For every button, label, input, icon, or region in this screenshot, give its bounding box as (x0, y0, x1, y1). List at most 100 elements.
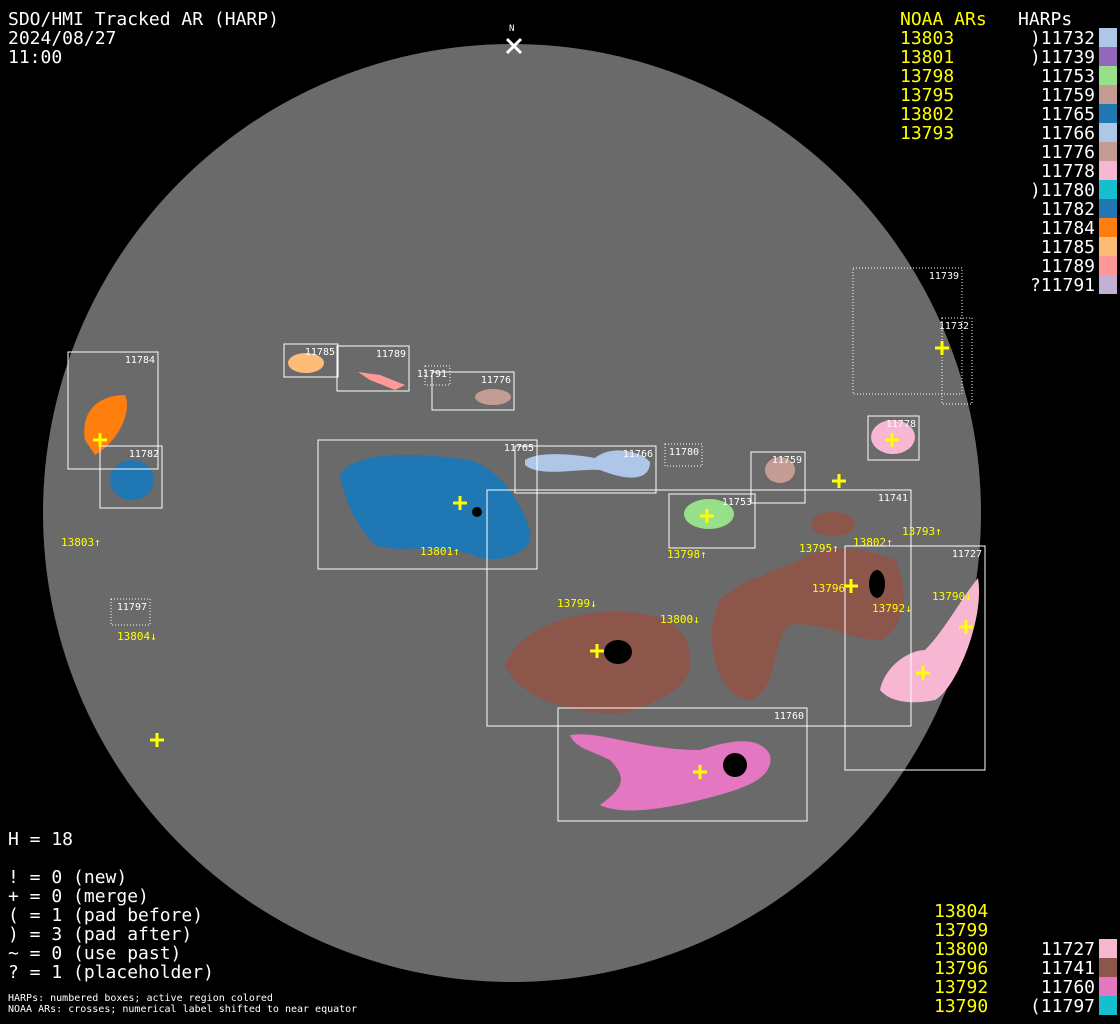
noaa-cross-icon (590, 644, 604, 658)
stats-line: ~ = 0 (use past) (8, 943, 182, 964)
region-11766 (525, 450, 650, 478)
noaa-label: 13800↓ (660, 613, 700, 626)
sunspot (869, 570, 885, 598)
noaa-legend-item: 13801 (900, 47, 955, 68)
stats-line: ) = 3 (pad after) (8, 924, 193, 945)
harp-legend-item: 11782 (1040, 199, 1095, 220)
harp-box (941, 317, 973, 405)
date: 2024/08/27 (8, 28, 117, 49)
noaa-legend-item: 13792 (934, 977, 989, 998)
harp-box (514, 445, 657, 494)
harp-legend-item: 11765 (1040, 104, 1095, 125)
harp-box-label: 11785 (305, 347, 335, 358)
harp-color-swatch (1099, 104, 1117, 123)
noaa-legend-item: 13804 (934, 901, 989, 922)
sunspot (472, 507, 482, 517)
harp-box (317, 439, 538, 570)
harp-legend-item: )11739 (1029, 47, 1095, 68)
sunspot (723, 753, 747, 777)
region-11785 (288, 353, 324, 373)
harp-box (67, 351, 159, 470)
harp-box (867, 415, 920, 461)
harp-color-swatch (1099, 977, 1117, 996)
noaa-cross-icon (693, 765, 707, 779)
noaa-legend-item: 13800 (934, 939, 989, 960)
noaa-cross-icon (832, 474, 846, 488)
harp-box (852, 267, 963, 395)
harp-box (99, 445, 163, 509)
noaa-cross-icon (93, 433, 107, 447)
harp-color-swatch (1099, 47, 1117, 66)
harp-legend-item: 11778 (1040, 161, 1095, 182)
harp-color-swatch (1099, 275, 1117, 294)
harp-legend-item: )11732 (1029, 28, 1095, 49)
noaa-label: 13802↑ (853, 536, 893, 549)
harp-legend-item: 11727 (1040, 939, 1095, 960)
harp-color-swatch (1099, 237, 1117, 256)
harp-box-label: 11759 (772, 455, 802, 466)
harp-legend-item: (11797 (1029, 996, 1095, 1017)
harp-box (750, 451, 806, 504)
noaa-label: 13792↓ (872, 602, 912, 615)
noaa-label: 13793↑ (902, 525, 942, 538)
noaa-legend-title: NOAA ARs (900, 9, 987, 30)
harp-box-label: 11780 (669, 447, 699, 458)
harp-color-swatch (1099, 996, 1117, 1015)
stats-line: ! = 0 (new) (8, 867, 128, 888)
harp-legend-item: )11780 (1029, 180, 1095, 201)
north-x-icon (505, 37, 523, 55)
time: 11:00 (8, 47, 63, 68)
note-harps: HARPs: numbered boxes; active region col… (8, 993, 273, 1004)
region-11760 (570, 734, 771, 811)
harp-box-label: 11782 (129, 449, 159, 460)
region-11753 (684, 499, 734, 529)
harp-color-swatch (1099, 66, 1117, 85)
harp-legend-item: 11776 (1040, 142, 1095, 163)
harp-box-label: 11727 (952, 549, 982, 560)
noaa-label: 13790↓ (932, 590, 972, 603)
harp-legend-item: 11741 (1040, 958, 1095, 979)
noaa-label: 13799↓ (557, 597, 597, 610)
harp-legend-item: 11753 (1040, 66, 1095, 87)
harp-box-label: 11789 (376, 349, 406, 360)
noaa-cross-icon (150, 733, 164, 747)
region-11789 (358, 372, 405, 390)
harp-legend-item: 11759 (1040, 85, 1095, 106)
north-label: N (509, 24, 515, 34)
harp-box-label: 11766 (623, 449, 653, 460)
harp-legend-item: 11784 (1040, 218, 1095, 239)
noaa-label: 13804↓ (117, 630, 157, 643)
harp-color-swatch (1099, 939, 1117, 958)
harp-box (668, 493, 756, 549)
harp-box-label: 11760 (774, 711, 804, 722)
region-11759 (765, 457, 795, 483)
harp-color-swatch (1099, 256, 1117, 275)
noaa-legend-item: 13802 (900, 104, 955, 125)
harp-color-swatch (1099, 28, 1117, 47)
harp-box (336, 345, 410, 392)
noaa-crosses: 13803↑13801↑13798↑13795↑13802↑13793↑1379… (61, 341, 973, 779)
harp-legend-item: ?11791 (1029, 275, 1095, 296)
harp-box (557, 707, 808, 822)
harp-box-label: 11741 (878, 493, 908, 504)
noaa-label: 13803↑ (61, 536, 101, 549)
harp-legend-item: 11760 (1040, 977, 1095, 998)
noaa-legend-item: 13790 (934, 996, 989, 1017)
harp-color-swatch (1099, 85, 1117, 104)
harp-color-swatch (1099, 199, 1117, 218)
noaa-cross-icon (844, 579, 858, 593)
region-11776 (475, 389, 511, 405)
noaa-cross-icon (453, 496, 467, 510)
harp-box-label: 11753 (722, 497, 752, 508)
note-noaa: NOAA ARs: crosses; numerical label shift… (8, 1004, 358, 1015)
stats-line: ( = 1 (pad before) (8, 905, 204, 926)
harp-box (844, 545, 986, 771)
harp-box (110, 598, 151, 626)
noaa-cross-icon (885, 433, 899, 447)
harp-box-label: 11776 (481, 375, 511, 386)
harp-color-swatch (1099, 161, 1117, 180)
noaa-legend-item: 13803 (900, 28, 955, 49)
noaa-cross-icon (959, 620, 973, 634)
harp-color-swatch (1099, 123, 1117, 142)
harp-box-label: 11784 (125, 355, 155, 366)
